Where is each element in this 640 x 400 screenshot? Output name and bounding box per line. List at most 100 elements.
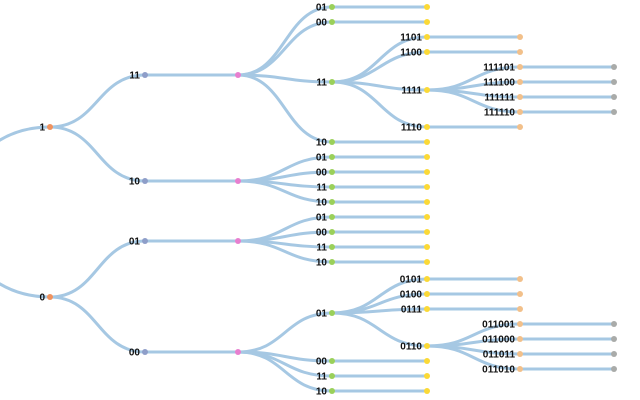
tree-link — [48, 295, 147, 354]
tree-node-dot[interactable] — [329, 19, 335, 25]
tree-node-dot[interactable] — [142, 72, 148, 78]
tree-node-dot[interactable] — [329, 244, 335, 250]
tree-node-label: 10 — [316, 138, 328, 149]
tree-node-dot[interactable] — [424, 154, 430, 160]
tree-node-dot[interactable] — [424, 124, 430, 130]
tree-node-dot[interactable] — [424, 259, 430, 265]
tree-node-dot[interactable] — [517, 336, 523, 342]
tree-node-dot[interactable] — [424, 306, 430, 312]
tree-node-label: 0110 — [400, 342, 422, 353]
tree-node-dot[interactable] — [47, 294, 53, 300]
tree-node-dot[interactable] — [517, 124, 523, 130]
tree-node-dot[interactable] — [235, 178, 241, 184]
tree-node-dot[interactable] — [517, 306, 523, 312]
tree-node-dot[interactable] — [329, 358, 335, 364]
tree-node-dot[interactable] — [517, 94, 523, 100]
tree-link — [0, 282, 52, 299]
tree-node-dot[interactable] — [611, 336, 617, 342]
tree-link — [330, 35, 429, 84]
tree-node-label: 10 — [129, 177, 141, 188]
tree-node-label: 1111 — [401, 86, 422, 97]
tree-node-label: 00 — [129, 348, 141, 359]
tree-node-label: 11 — [316, 243, 327, 254]
tree-node-dot[interactable] — [424, 343, 430, 349]
tree-node-label: 00 — [316, 168, 328, 179]
tree-node-dot[interactable] — [517, 64, 523, 70]
tree-node-dot[interactable] — [611, 64, 617, 70]
tree-node-dot[interactable] — [517, 276, 523, 282]
tree-node-label: 011000 — [482, 335, 515, 346]
tree-node-dot[interactable] — [517, 109, 523, 115]
tree-nodes: 1110100111101110011111111011111001111111… — [39, 3, 617, 398]
tree-node-dot[interactable] — [424, 229, 430, 235]
tree-node-dot[interactable] — [329, 229, 335, 235]
tree-node-dot[interactable] — [47, 124, 53, 130]
tree-node-dot[interactable] — [517, 291, 523, 297]
tree-link — [236, 350, 334, 393]
tree-node-label: 0 — [39, 293, 45, 304]
tree-link — [236, 179, 334, 204]
tree-node-dot[interactable] — [424, 291, 430, 297]
tree-node-dot[interactable] — [424, 19, 430, 25]
tree-node-dot[interactable] — [424, 388, 430, 394]
tree-node-dot[interactable] — [611, 366, 617, 372]
tree-node-dot[interactable] — [142, 349, 148, 355]
tree-node-dot[interactable] — [424, 49, 430, 55]
tree-node-dot[interactable] — [517, 366, 523, 372]
tree-node-dot[interactable] — [611, 351, 617, 357]
tree-node-dot[interactable] — [329, 184, 335, 190]
tree-node-dot[interactable] — [424, 214, 430, 220]
tree-node-dot[interactable] — [424, 87, 430, 93]
tree-link — [330, 311, 429, 348]
tree-node-dot[interactable] — [424, 199, 430, 205]
tree-node-label: 011010 — [482, 365, 515, 376]
tree-node-dot[interactable] — [424, 139, 430, 145]
tree-node-dot[interactable] — [235, 349, 241, 355]
tree-node-dot[interactable] — [424, 184, 430, 190]
tree-node-dot[interactable] — [329, 154, 335, 160]
tree-node-dot[interactable] — [517, 79, 523, 85]
tree-node-dot[interactable] — [424, 373, 430, 379]
tree-node-dot[interactable] — [142, 238, 148, 244]
tree-node-label: 0100 — [400, 290, 423, 301]
tree-link — [48, 125, 147, 183]
tree-link — [425, 344, 522, 371]
tree-node-dot[interactable] — [235, 238, 241, 244]
tree-node-dot[interactable] — [142, 178, 148, 184]
tree-node-dot[interactable] — [235, 72, 241, 78]
tree-node-dot[interactable] — [329, 214, 335, 220]
tree-node-dot[interactable] — [611, 321, 617, 327]
tree-node-dot[interactable] — [517, 351, 523, 357]
tree-node-dot[interactable] — [424, 244, 430, 250]
tree-node-dot[interactable] — [329, 310, 335, 316]
tree-node-dot[interactable] — [329, 139, 335, 145]
tree-node-dot[interactable] — [329, 79, 335, 85]
tree-node-dot[interactable] — [611, 79, 617, 85]
tree-node-dot[interactable] — [329, 259, 335, 265]
tree-node-dot[interactable] — [329, 388, 335, 394]
tree-node-dot[interactable] — [517, 321, 523, 327]
tree-link — [236, 73, 334, 84]
tree-node-dot[interactable] — [329, 373, 335, 379]
tree-node-dot[interactable] — [329, 199, 335, 205]
tree-node-dot[interactable] — [517, 34, 523, 40]
tree-node-label: 00 — [316, 228, 328, 239]
tree-node-dot[interactable] — [424, 276, 430, 282]
tree-node-dot[interactable] — [611, 109, 617, 115]
tree-node-label: 111100 — [483, 78, 515, 89]
tree-node-label: 111111 — [484, 93, 515, 104]
tree-node-label: 111101 — [483, 63, 515, 74]
tree-node-dot[interactable] — [424, 169, 430, 175]
tree-node-label: 10 — [316, 387, 328, 398]
tree-node-dot[interactable] — [517, 49, 523, 55]
tree-node-dot[interactable] — [424, 4, 430, 10]
tree-node-dot[interactable] — [424, 34, 430, 40]
tree-node-label: 00 — [316, 18, 328, 29]
tree-node-dot[interactable] — [329, 4, 335, 10]
tree-node-dot[interactable] — [611, 94, 617, 100]
tree-node-label: 11 — [316, 183, 327, 194]
tree-node-dot[interactable] — [424, 358, 430, 364]
tree-node-dot[interactable] — [329, 169, 335, 175]
tree-node-label: 011011 — [483, 350, 516, 361]
